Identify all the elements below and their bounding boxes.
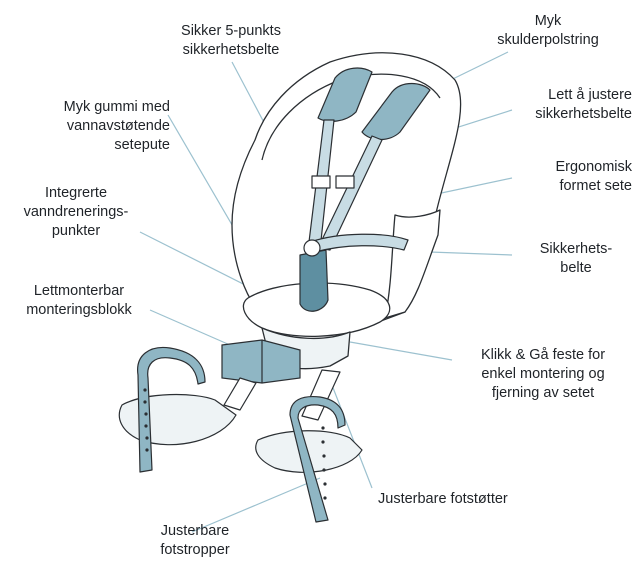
leader-lettmonterbar bbox=[150, 310, 230, 345]
label-myk-gummi: Myk gummi med vannavstøtende setepute bbox=[30, 98, 170, 155]
label-klikk-ga: Klikk & Gå feste for enkel montering og … bbox=[448, 346, 638, 403]
mounting-block-body bbox=[222, 340, 300, 383]
label-lett-justere: Lett å justere sikkerhetsbelte bbox=[480, 86, 632, 124]
crotch-buckle bbox=[300, 250, 328, 311]
buckle-clip bbox=[304, 240, 320, 256]
mounting-block bbox=[222, 340, 300, 383]
label-lettmonterbar: Lettmonterbar monteringsblokk bbox=[4, 282, 154, 320]
label-sikker-5-punkts: Sikker 5-punkts sikkerhetsbelte bbox=[156, 22, 306, 60]
label-fotstotter: Justerbare fotstøtter bbox=[378, 490, 578, 509]
arm-left bbox=[224, 378, 256, 410]
label-fotstropper: Justerbare fotstropper bbox=[120, 522, 270, 560]
label-myk-skulderpolstring: Myk skulderpolstring bbox=[468, 12, 628, 50]
footrest-left-tray bbox=[119, 395, 236, 445]
label-ergonomisk: Ergonomisk formet sete bbox=[480, 158, 632, 196]
leader-klikk-ga bbox=[350, 342, 452, 360]
buckle-right bbox=[336, 176, 354, 188]
label-sikkerhetsbelte: Sikkerhets- belte bbox=[520, 240, 632, 278]
label-integrerte: Integrerte vanndrenerings- punkter bbox=[2, 184, 150, 241]
footrest-left bbox=[119, 347, 236, 472]
buckle-left bbox=[312, 176, 330, 188]
